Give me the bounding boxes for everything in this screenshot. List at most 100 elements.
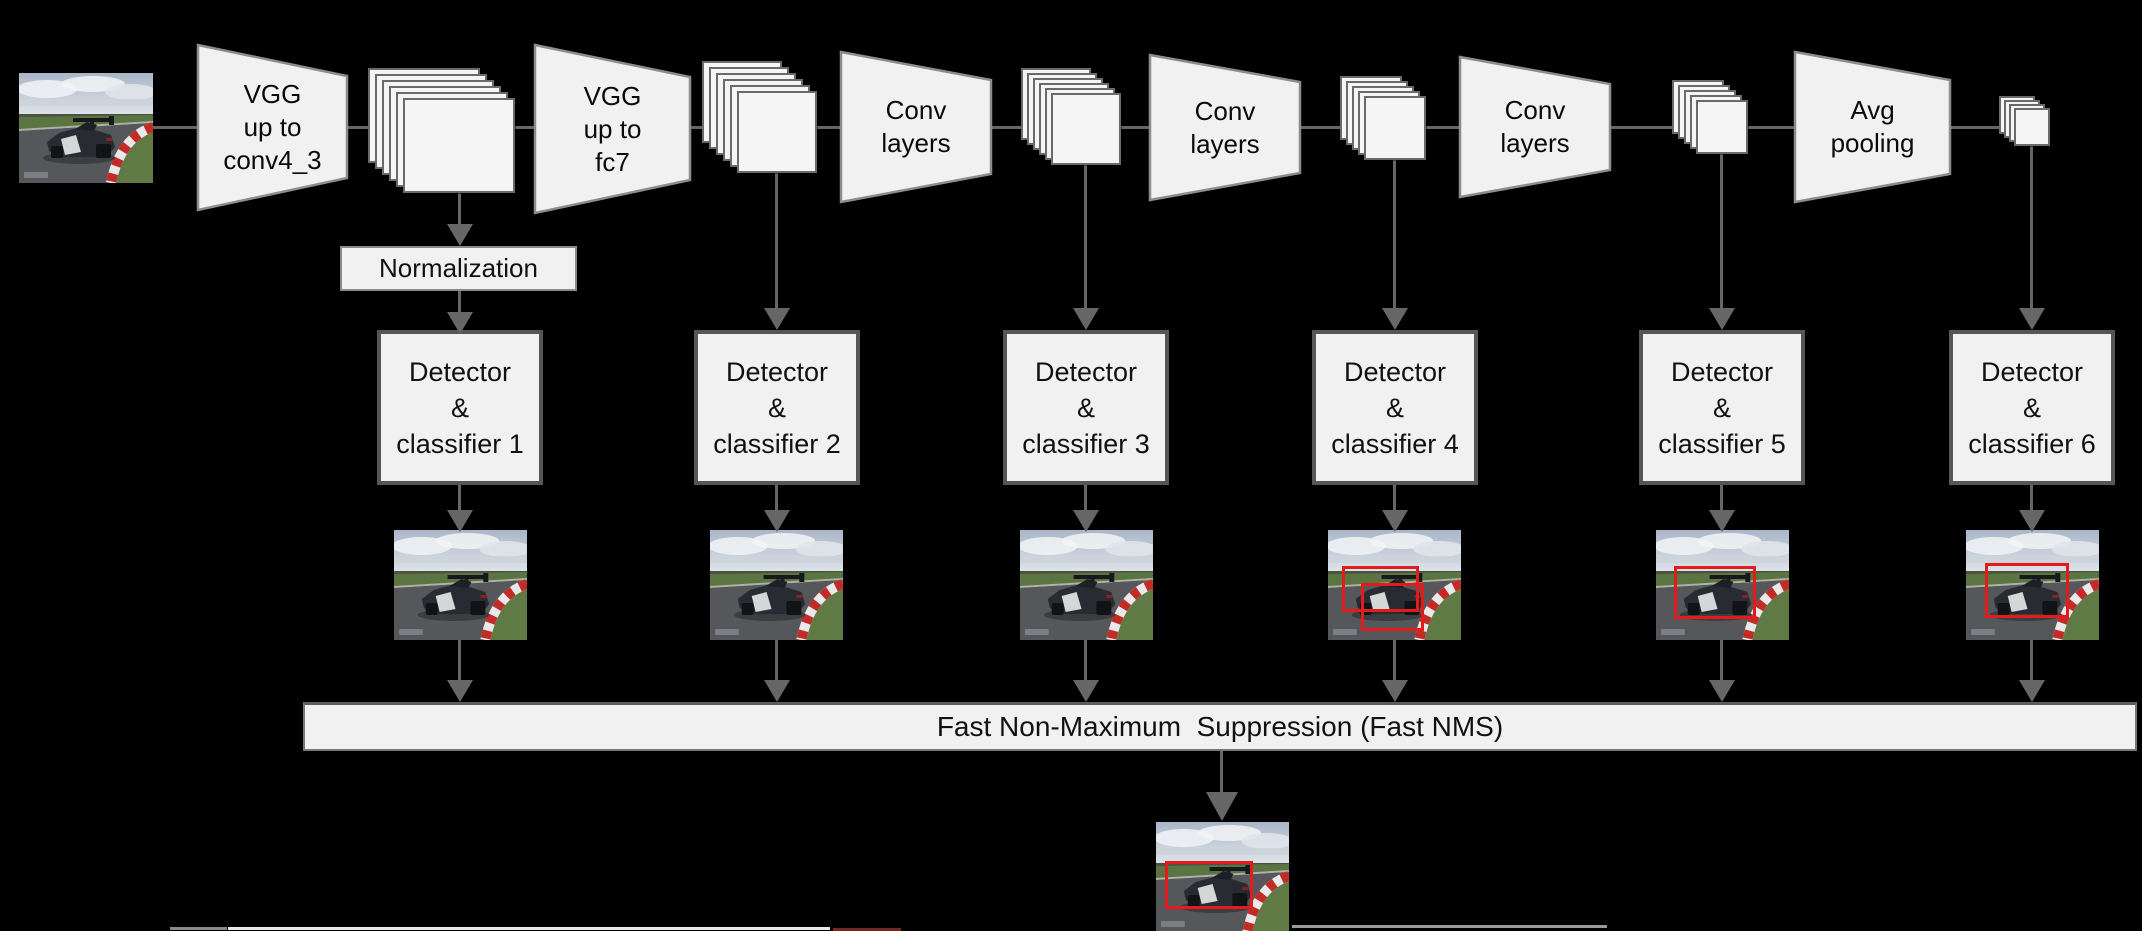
detector-label-line: & (1385, 392, 1404, 423)
stage-label-line: layers (1500, 128, 1570, 158)
down-arrow-icon (447, 510, 473, 532)
detection-bbox (1985, 563, 2069, 618)
car-photo (19, 73, 153, 183)
flow-line (1084, 485, 1087, 510)
bottom-edge-fragment (1292, 925, 1607, 928)
flow-line (1393, 640, 1396, 680)
stage-label-line: layers (881, 128, 951, 158)
output-image-3 (1020, 530, 1153, 640)
stage-label: Conv layers (1460, 57, 1610, 197)
detector-label-line: & (767, 392, 786, 423)
down-arrow-icon (764, 308, 790, 330)
stage-conv-layers-1: Conv layers (839, 50, 993, 204)
detector-label-line: Detector (1980, 356, 2084, 387)
detector-label-line: & (1076, 392, 1095, 423)
down-arrow-icon (1709, 308, 1735, 330)
stage-label-line: Avg (1850, 95, 1895, 125)
stage-label: Conv layers (841, 52, 991, 202)
detector-label-line: classifier 2 (713, 428, 841, 459)
detection-bbox (1361, 583, 1424, 631)
detector-label-line: classifier 1 (396, 428, 524, 459)
feature-map-stack-4 (1340, 76, 1426, 160)
detector-classifier-1: Detector & classifier 1 (377, 330, 543, 485)
stage-label: Conv layers (1150, 55, 1300, 200)
detector-label-line: Detector (1343, 356, 1447, 387)
stage-vgg-fc7: VGG up to fc7 (533, 43, 692, 215)
down-arrow-icon (1382, 308, 1408, 330)
normalization-box: Normalization (340, 246, 577, 291)
flow-line (1720, 154, 1723, 308)
flow-line (1720, 640, 1723, 680)
flow-line (1084, 165, 1087, 308)
detector-label-line: classifier 6 (1968, 428, 2096, 459)
feature-map-stack-2 (702, 61, 817, 173)
feature-map-sheet (403, 98, 515, 193)
stage-label-line: pooling (1830, 128, 1915, 158)
detector-label-line: Detector (725, 356, 829, 387)
down-arrow-icon (2019, 308, 2045, 330)
down-arrow-icon (447, 312, 473, 334)
stage-conv-layers-3: Conv layers (1458, 55, 1612, 199)
down-arrow-icon (1709, 510, 1735, 532)
feature-map-sheet (1696, 100, 1748, 154)
down-arrow-icon (764, 680, 790, 702)
down-arrow-icon (447, 680, 473, 702)
stage-label: Avg pooling (1795, 52, 1950, 202)
output-image-2 (710, 530, 843, 640)
down-arrow-icon (2019, 680, 2045, 702)
flow-line (775, 485, 778, 510)
stage-label: VGG up to conv4_3 (198, 45, 347, 210)
down-arrow-icon (1709, 680, 1735, 702)
fast-nms-label: Fast Non-Maximum Suppression (Fast NMS) (936, 711, 1504, 742)
stage-label-line: Conv (1504, 95, 1566, 125)
final-output-image (1156, 822, 1289, 931)
feature-map-sheet (1364, 96, 1426, 160)
stage-label-line: VGG (243, 79, 302, 109)
flow-line (1084, 640, 1087, 680)
stage-vgg-conv4_3: VGG up to conv4_3 (196, 43, 349, 212)
flow-line (775, 640, 778, 680)
flow-line (775, 173, 778, 308)
input-image (19, 73, 153, 183)
detector-classifier-2: Detector & classifier 2 (694, 330, 860, 485)
detection-bbox (1165, 861, 1253, 909)
feature-map-sheet (2014, 108, 2050, 146)
stage-conv-layers-2: Conv layers (1148, 53, 1302, 202)
output-image-4 (1328, 530, 1461, 640)
down-arrow-icon (1382, 680, 1408, 702)
stage-label-line: VGG (583, 80, 642, 111)
stage-avg-pooling: Avg pooling (1793, 50, 1952, 204)
flow-line (458, 193, 461, 224)
flow-line (2030, 640, 2033, 680)
down-arrow-icon (1382, 510, 1408, 532)
flow-line (1393, 160, 1396, 308)
feature-map-stack-1 (368, 68, 515, 193)
bottom-edge-fragment (170, 927, 227, 930)
detector-label-line: & (450, 392, 469, 423)
stage-label-line: up to (243, 112, 302, 142)
down-arrow-icon (1206, 792, 1238, 821)
normalization-label: Normalization (379, 253, 538, 283)
flow-line (458, 291, 461, 312)
detector-classifier-6: Detector & classifier 6 (1949, 330, 2115, 485)
stage-label-line: fc7 (595, 146, 630, 177)
down-arrow-icon (1073, 308, 1099, 330)
fast-nms-bar: Fast Non-Maximum Suppression (Fast NMS) (303, 702, 2137, 751)
feature-map-stack-3 (1021, 68, 1121, 165)
stage-label-line: up to (583, 113, 642, 144)
flow-line (458, 640, 461, 680)
flow-line (2030, 485, 2033, 510)
stage-label-line: layers (1190, 128, 1260, 159)
flow-line (1720, 485, 1723, 510)
feature-map-sheet (737, 91, 817, 173)
stage-label-line: conv4_3 (223, 145, 322, 175)
bottom-edge-fragment (833, 928, 901, 931)
detector-classifier-5: Detector & classifier 5 (1639, 330, 1805, 485)
flow-line (1220, 751, 1223, 792)
output-image-6 (1966, 530, 2099, 640)
detector-classifier-3: Detector & classifier 3 (1003, 330, 1169, 485)
bottom-edge-fragment (228, 927, 830, 930)
flow-line (2030, 146, 2033, 308)
stage-label-line: Conv (1194, 95, 1256, 126)
